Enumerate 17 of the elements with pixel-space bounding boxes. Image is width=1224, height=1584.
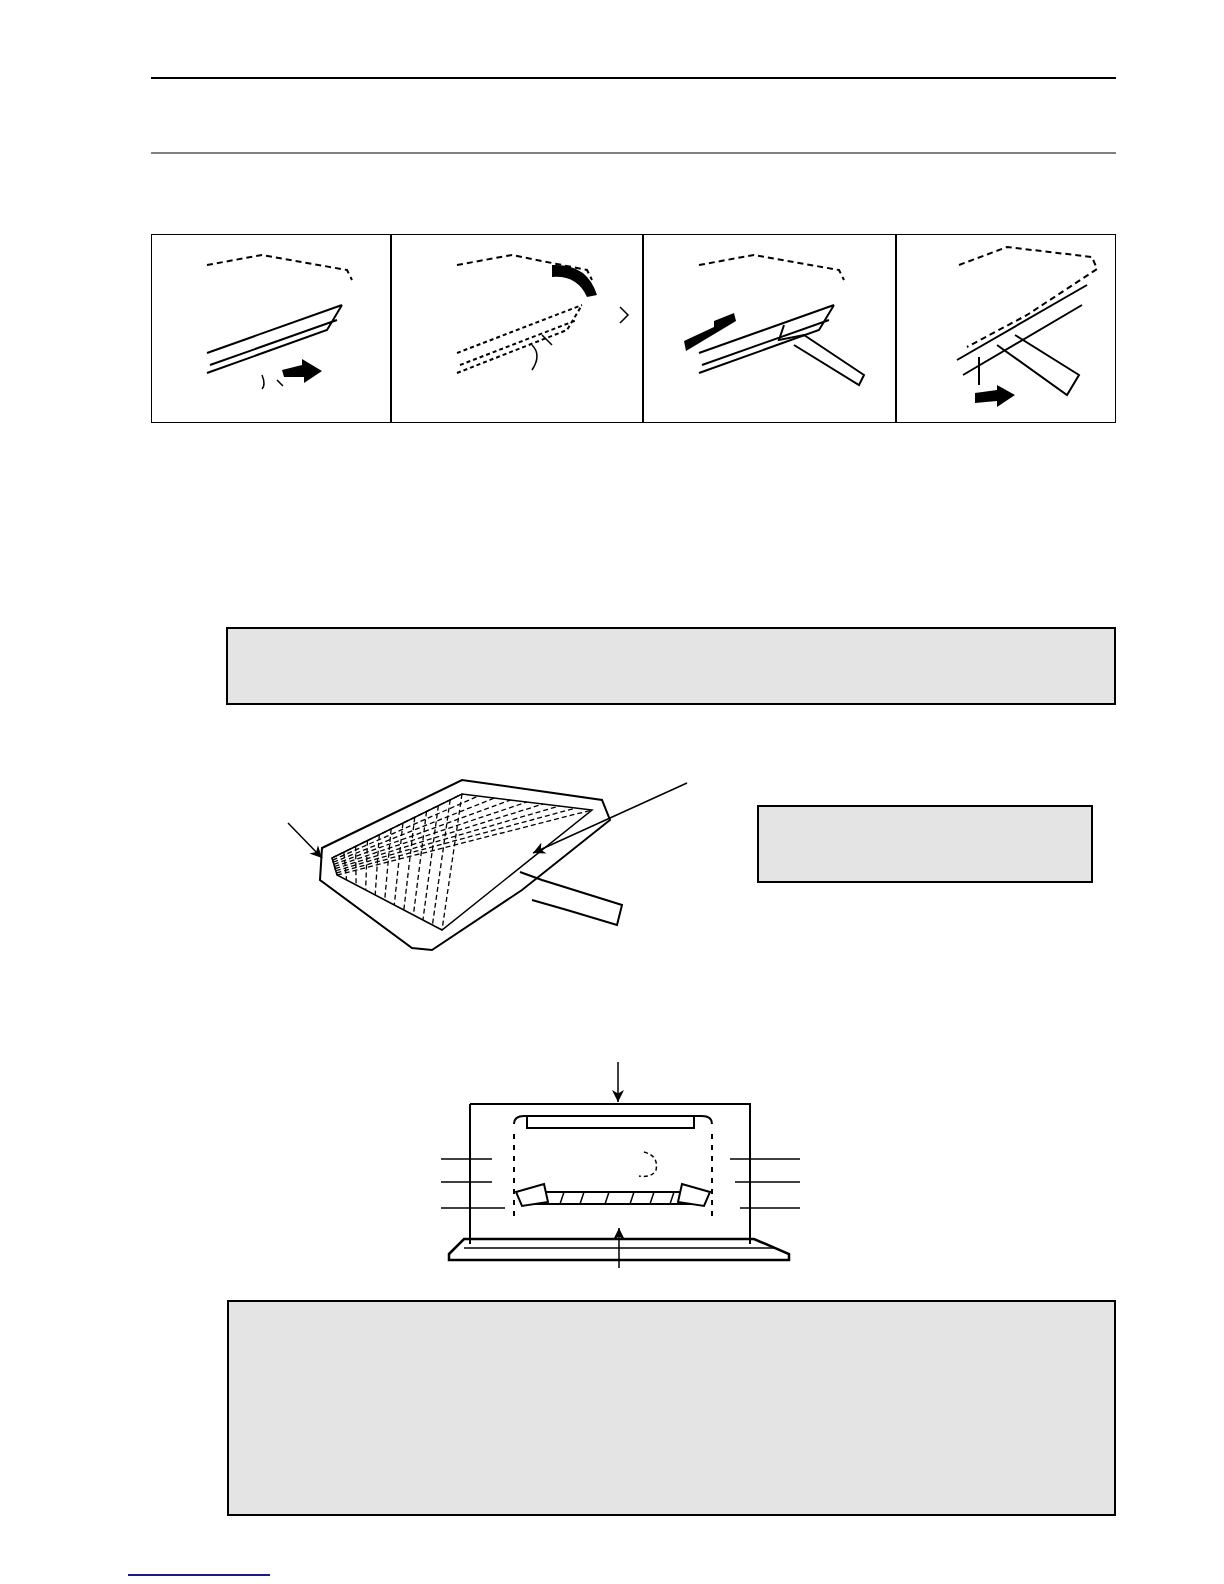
- leader-line: [440, 1207, 506, 1209]
- note-panel: [757, 805, 1093, 883]
- note-panel: [226, 627, 1116, 705]
- step-panel: [391, 234, 643, 423]
- leader-line: [440, 1181, 493, 1183]
- leader-line: [729, 1158, 801, 1160]
- leader-line: [739, 1207, 801, 1209]
- note-panel: [227, 1300, 1116, 1516]
- leader-arrow: [613, 1227, 625, 1269]
- step-panel: [896, 234, 1116, 423]
- leader-arrow: [612, 1061, 624, 1103]
- leader-line: [440, 1158, 493, 1160]
- step-panel: [643, 234, 896, 423]
- leader-line: [734, 1181, 801, 1183]
- step-panel: [151, 234, 391, 423]
- leader-arrow: [287, 822, 323, 859]
- leader-arrow: [532, 782, 688, 854]
